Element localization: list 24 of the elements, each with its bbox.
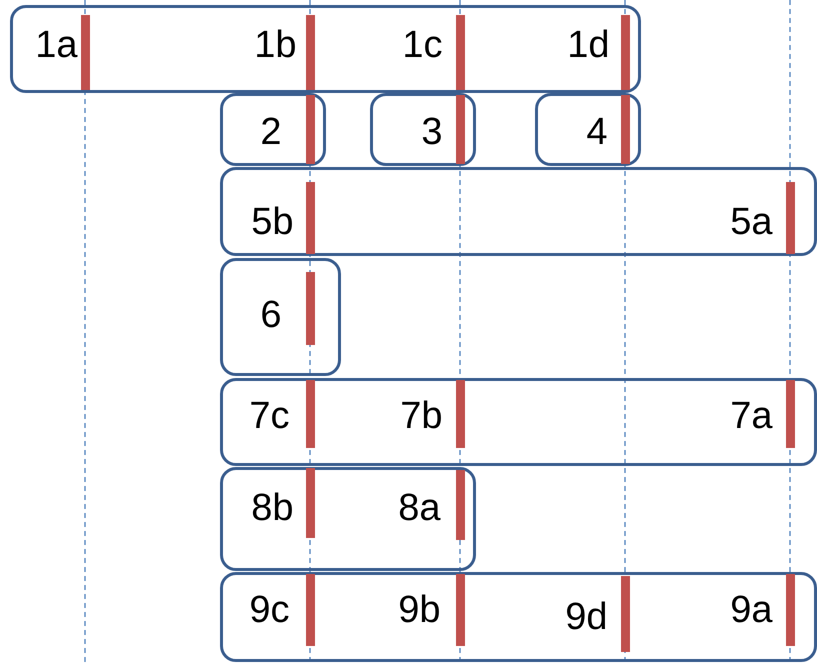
rounded-box — [220, 378, 817, 466]
rounded-box — [220, 467, 476, 571]
box-label: 2 — [260, 110, 282, 154]
rounded-box — [220, 572, 817, 662]
box-label: 1c — [402, 22, 442, 66]
box-label: 9d — [565, 594, 608, 638]
box-label: 9a — [730, 588, 772, 632]
box-label: 8a — [398, 486, 440, 530]
box-label: 1a — [35, 22, 78, 66]
box-label: 9c — [249, 588, 290, 632]
rounded-box — [10, 5, 641, 93]
box-label: 9b — [398, 588, 440, 632]
box-label: 1d — [567, 22, 610, 66]
box-label: 1b — [254, 22, 296, 66]
box-label: 7a — [730, 394, 772, 438]
rounded-box — [220, 167, 817, 256]
box-label: 8b — [251, 486, 294, 530]
box-label: 3 — [421, 110, 442, 154]
box-label: 7c — [249, 394, 290, 438]
box-label: 6 — [260, 292, 282, 336]
box-label: 5b — [251, 200, 294, 244]
box-label: 4 — [586, 110, 608, 154]
box-label: 5a — [730, 200, 772, 244]
box-label: 7b — [400, 394, 442, 438]
